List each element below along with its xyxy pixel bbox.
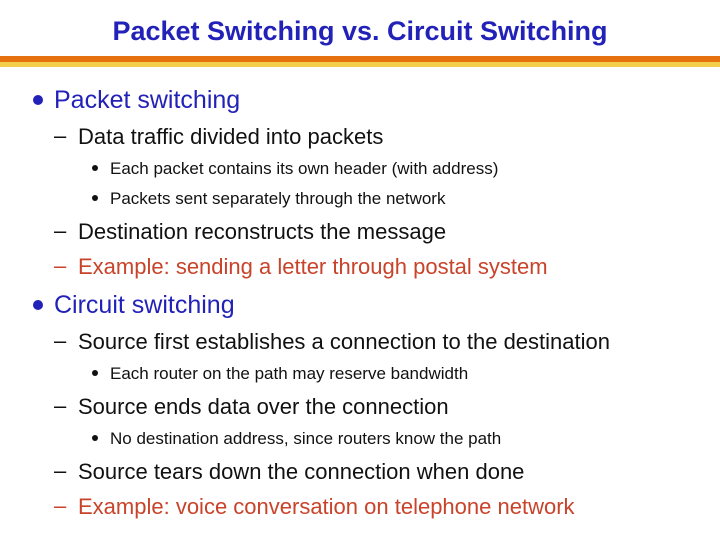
dash-icon: –: [54, 458, 67, 483]
bullet-line: Circuit switching: [0, 290, 720, 320]
bullet-dot-icon: [92, 165, 98, 171]
dash-icon: –: [54, 253, 67, 278]
bullet-text: Source ends data over the connection: [78, 394, 449, 419]
bullet-text: Circuit switching: [54, 291, 235, 319]
bullet-dot-icon: [92, 195, 98, 201]
bullet-text: Example: voice conversation on telephone…: [78, 494, 575, 519]
bullet-dot-icon: [92, 435, 98, 441]
divider-orange-band: [0, 56, 720, 62]
dash-icon: –: [54, 218, 67, 243]
title-divider: [0, 56, 720, 67]
dash-icon: –: [54, 123, 67, 148]
bullet-text: Each router on the path may reserve band…: [110, 364, 469, 383]
bullet-dot-icon: [33, 95, 43, 105]
bullet-text: Data traffic divided into packets: [78, 124, 384, 149]
bullet-line: Each router on the path may reserve band…: [0, 362, 720, 385]
dash-icon: –: [54, 393, 67, 418]
bullet-line: –Source first establishes a connection t…: [0, 328, 720, 355]
bullet-line: –Destination reconstructs the message: [0, 218, 720, 245]
bullet-text: Source first establishes a connection to…: [78, 329, 610, 354]
bullet-text: Example: sending a letter through postal…: [78, 254, 548, 279]
bullet-text: Packets sent separately through the netw…: [110, 189, 446, 208]
dash-icon: –: [54, 328, 67, 353]
bullet-text: No destination address, since routers kn…: [110, 429, 502, 448]
dash-icon: –: [54, 493, 67, 518]
slide-title: Packet Switching vs. Circuit Switching: [112, 16, 608, 46]
bullet-line: –Example: voice conversation on telephon…: [0, 493, 720, 520]
bullet-line: Each packet contains its own header (wit…: [0, 157, 720, 180]
bullet-line: No destination address, since routers kn…: [0, 427, 720, 450]
bullet-text: Packet switching: [54, 86, 241, 114]
bullet-line: –Data traffic divided into packets: [0, 123, 720, 150]
bullet-line: Packets sent separately through the netw…: [0, 187, 720, 210]
bullet-dot-icon: [33, 300, 43, 310]
divider-yellow-band: [0, 62, 720, 67]
bullet-line: –Source ends data over the connection: [0, 393, 720, 420]
bullet-text: Destination reconstructs the message: [78, 219, 447, 244]
bullet-line: Packet switching: [0, 85, 720, 115]
bullet-dot-icon: [92, 370, 98, 376]
bullet-list: Packet switching–Data traffic divided in…: [0, 67, 720, 520]
bullet-line: –Source tears down the connection when d…: [0, 458, 720, 485]
bullet-text: Source tears down the connection when do…: [78, 459, 525, 484]
bullet-line: –Example: sending a letter through posta…: [0, 253, 720, 280]
bullet-text: Each packet contains its own header (wit…: [110, 159, 499, 178]
